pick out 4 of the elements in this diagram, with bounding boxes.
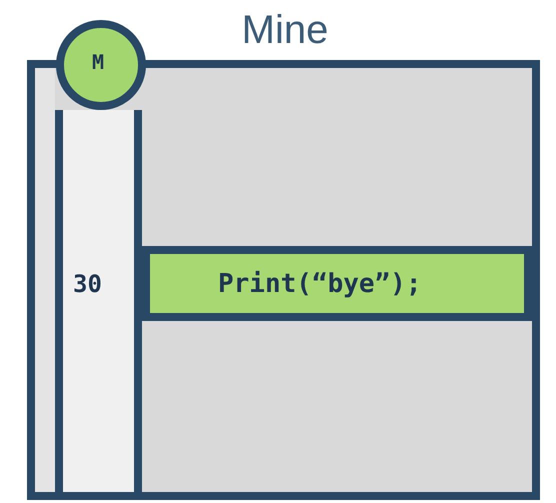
line-number: 30 <box>73 270 102 298</box>
code-line: Print(“bye”); <box>218 269 422 299</box>
marker-letter: M <box>92 50 104 74</box>
panel-heading: Mine <box>240 7 330 54</box>
